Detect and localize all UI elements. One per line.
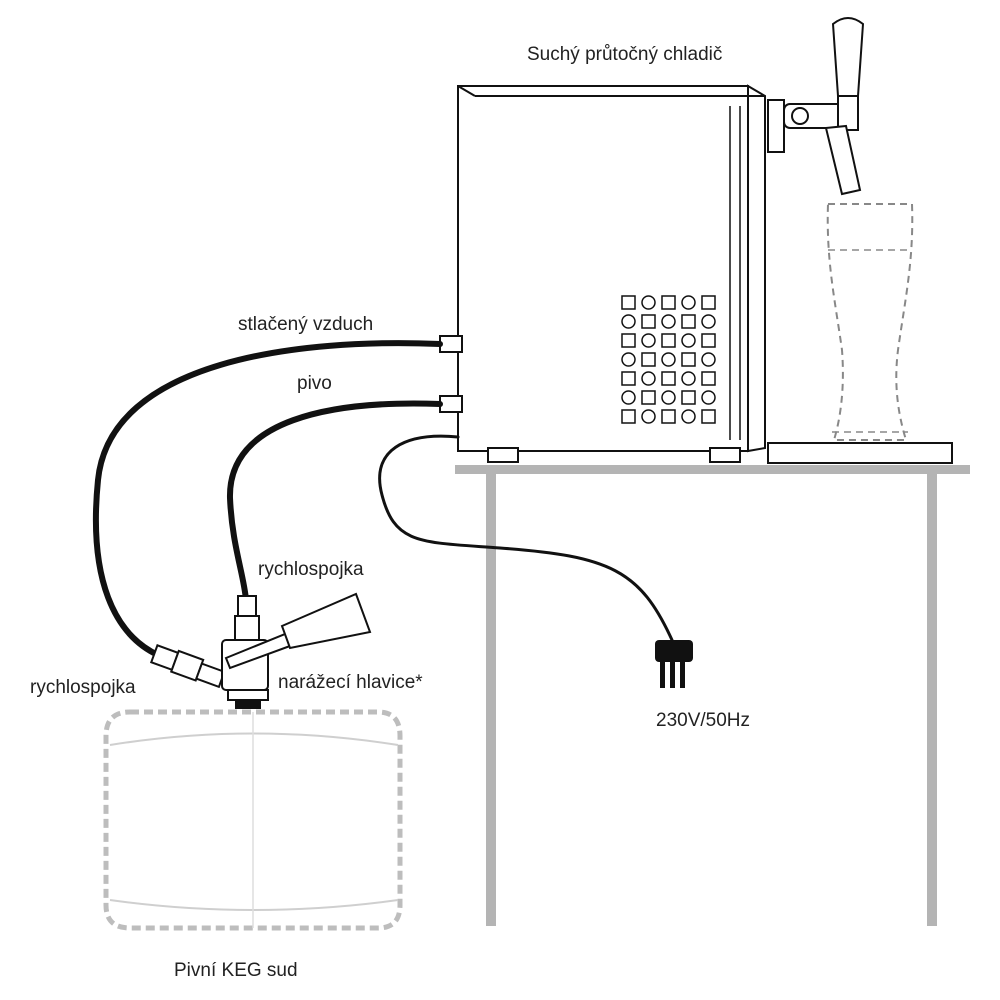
vent-cell (681, 390, 696, 405)
vent-cell (701, 371, 716, 386)
cooler-foot-left (487, 447, 519, 463)
vent-cell (641, 352, 656, 367)
beer-inlet-fitting (439, 395, 463, 413)
vent-cell (621, 295, 636, 310)
vent-cell (641, 371, 656, 386)
vent-cell (641, 333, 656, 348)
tap-head-base (227, 689, 269, 701)
cooler-top-edge-left (457, 85, 476, 97)
vent-cell (621, 371, 636, 386)
vent-cell (701, 409, 716, 424)
table-leg-right (927, 474, 937, 926)
label-compressed-air: stlačený vzduch (238, 314, 373, 335)
keg-coupler (149, 592, 372, 709)
drip-tray-plate (767, 442, 953, 464)
keg-bottom-rim (109, 899, 399, 911)
vent-cell (681, 295, 696, 310)
vent-cell (621, 352, 636, 367)
vent-cell (661, 295, 676, 310)
vent-cell (641, 409, 656, 424)
glass-outline (826, 203, 914, 441)
vent-cell (641, 295, 656, 310)
hoses (92, 340, 674, 658)
beer-glass (826, 203, 914, 441)
plug-icon (655, 640, 693, 662)
cooler-foot-right (709, 447, 741, 463)
plug-pin-1 (660, 662, 665, 688)
vent-cell (701, 352, 716, 367)
vent-cell (701, 333, 716, 348)
power-cable (378, 434, 674, 642)
vent-cell (701, 295, 716, 310)
label-cooler: Suchý průtočný chladič (527, 44, 722, 65)
tap-mount-bracket (767, 99, 785, 153)
keg (103, 709, 403, 931)
left-quick-coupler (149, 644, 226, 689)
vent-cell (641, 390, 656, 405)
cooler-side (747, 84, 766, 453)
top-coupler-nut (234, 615, 260, 643)
tap-nut (791, 107, 809, 125)
label-power: 230V/50Hz (656, 710, 750, 731)
keg-top-rim (109, 732, 399, 746)
label-quick-coupler-top: rychlospojka (258, 559, 364, 580)
vent-cell (621, 333, 636, 348)
vent-grille (621, 295, 716, 424)
tap-spout (824, 124, 862, 196)
beer-hose (226, 400, 443, 603)
air-inlet-fitting (439, 335, 463, 353)
vent-cell (661, 409, 676, 424)
table (455, 465, 970, 926)
vent-cell (621, 390, 636, 405)
tap-collar (837, 95, 859, 131)
table-leg-left (486, 474, 496, 926)
vent-cell (681, 371, 696, 386)
vent-cell (701, 314, 716, 329)
vent-cell (681, 314, 696, 329)
vent-cell (661, 333, 676, 348)
top-quick-coupler (237, 595, 257, 617)
cooler-front (457, 85, 749, 452)
tap-handle-icon (831, 17, 865, 97)
vent-cell (661, 371, 676, 386)
vent-cell (621, 409, 636, 424)
vent-cell (661, 390, 676, 405)
plug-pin-3 (680, 662, 685, 688)
drip-tray (767, 442, 953, 464)
table-top (455, 465, 970, 474)
keg-outline (103, 709, 403, 931)
label-quick-coupler-left: rychlospojka (30, 677, 136, 698)
label-tap-head: narážecí hlavice* (278, 672, 423, 693)
vent-cell (681, 352, 696, 367)
air-hose (92, 340, 443, 658)
labels: Suchý průtočný chladič stlačený vzduch p… (30, 44, 750, 981)
vent-cell (641, 314, 656, 329)
power-plug (655, 640, 693, 688)
label-keg: Pivní KEG sud (174, 960, 298, 981)
vent-cell (621, 314, 636, 329)
plug-pin-2 (670, 662, 675, 688)
label-beer: pivo (297, 373, 332, 394)
vent-cell (681, 409, 696, 424)
vent-cell (681, 333, 696, 348)
tap-head-probe (235, 699, 261, 709)
vent-cell (661, 352, 676, 367)
vent-cell (661, 314, 676, 329)
tap-head-handle (280, 592, 372, 650)
vent-cell (701, 390, 716, 405)
cooler-unit (439, 84, 766, 463)
beer-tap (767, 17, 865, 196)
